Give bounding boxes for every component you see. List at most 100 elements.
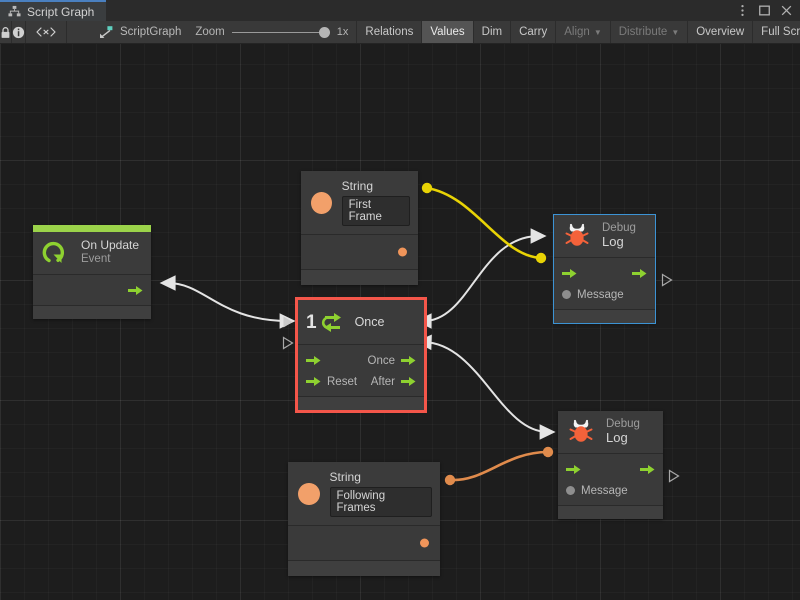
- zoom-control[interactable]: Zoom 1x: [191, 21, 358, 43]
- port-out-after[interactable]: After: [371, 376, 416, 388]
- full-screen-button[interactable]: Full Screen: [753, 21, 800, 43]
- graph-toolbar: ScriptGraph Zoom 1x Relations Values Dim…: [0, 21, 800, 44]
- node-footer: [301, 270, 418, 285]
- align-button[interactable]: Align ▼: [556, 21, 611, 43]
- edge-after-to-debuglog-bottom: [415, 334, 556, 440]
- node-once[interactable]: 1 Once Once: [295, 297, 427, 413]
- port-row-enter-once: Once: [298, 350, 424, 371]
- info-icon: [12, 26, 25, 38]
- carry-button[interactable]: Carry: [511, 21, 557, 43]
- port-out-value[interactable]: [398, 247, 407, 257]
- node-title: Once: [354, 315, 385, 329]
- node-title: String: [329, 470, 361, 484]
- port-in-message[interactable]: Message: [566, 485, 628, 497]
- node-on-update[interactable]: On Update Event: [33, 225, 151, 319]
- port-out-once[interactable]: Once: [368, 355, 417, 367]
- node-title-group: Debug Log: [606, 418, 640, 446]
- values-button[interactable]: Values: [422, 21, 474, 43]
- node-body: Message: [554, 258, 655, 310]
- maximize-icon[interactable]: [758, 4, 771, 17]
- node-header: Debug Log: [554, 215, 655, 259]
- edge-once-to-debuglog-top: [415, 228, 547, 329]
- port-in-reset[interactable]: Reset: [306, 376, 357, 388]
- update-loop-icon: [42, 241, 64, 263]
- script-graph-icon: [100, 26, 113, 38]
- code-view-button[interactable]: [26, 21, 67, 43]
- chevron-down-icon: ▼: [671, 27, 680, 37]
- zoom-slider-knob[interactable]: [318, 26, 330, 38]
- string-value-field[interactable]: First Frame: [341, 196, 410, 226]
- flow-arrow-icon: [640, 465, 655, 475]
- port-out-once-label: Once: [367, 354, 396, 367]
- bug-icon: [569, 419, 593, 442]
- node-title-group: On Update Event: [81, 239, 139, 266]
- port-in-enter[interactable]: [306, 355, 321, 366]
- flow-arrow-icon: [562, 269, 577, 279]
- port-out-exit[interactable]: [640, 464, 655, 475]
- node-body: [288, 526, 440, 561]
- port-in-message-label: Message: [581, 484, 628, 497]
- node-body: Message: [558, 454, 663, 506]
- port-in-reset-label: Reset: [327, 375, 358, 388]
- align-label: Align: [564, 26, 590, 38]
- node-debug-log-bottom[interactable]: Debug Log: [558, 411, 663, 520]
- edge-string-following-to-message: [449, 450, 549, 482]
- lock-button[interactable]: [0, 21, 12, 43]
- window-controls: [736, 0, 800, 21]
- graph-canvas[interactable]: On Update Event: [0, 44, 800, 600]
- carry-label: Carry: [519, 26, 548, 38]
- node-debug-log-top[interactable]: Debug Log: [553, 213, 656, 325]
- node-subtitle: Event: [81, 253, 111, 266]
- string-value-field[interactable]: Following Frames: [329, 487, 432, 517]
- relations-button[interactable]: Relations: [357, 21, 423, 43]
- graph-icon: [8, 5, 21, 17]
- distribute-button[interactable]: Distribute ▼: [610, 21, 689, 43]
- lock-icon: [1, 26, 10, 38]
- port-connector-debuglog-bottom-out[interactable]: [668, 469, 680, 483]
- toolbar-gap: [67, 21, 91, 43]
- tab-label: Script Graph: [27, 4, 95, 19]
- bug-icon: [565, 223, 589, 246]
- dim-label: Dim: [481, 26, 503, 38]
- node-header: On Update Event: [33, 232, 151, 275]
- distribute-label: Distribute: [618, 26, 668, 38]
- port-row-flow: [554, 263, 655, 284]
- graph-name-display[interactable]: ScriptGraph: [91, 21, 192, 43]
- value-port-dot: [562, 290, 571, 300]
- port-in-message[interactable]: Message: [562, 289, 624, 301]
- node-string-first-frame[interactable]: String First Frame: [301, 171, 418, 285]
- edge-dot-string-first-out: [421, 182, 433, 194]
- close-icon[interactable]: [780, 4, 793, 17]
- port-connector-once-in[interactable]: [282, 315, 294, 329]
- graph-edges: [159, 182, 556, 486]
- more-options-icon[interactable]: [736, 4, 749, 17]
- node-footer: [33, 305, 151, 319]
- node-subtitle: Log: [602, 234, 624, 250]
- port-out-exit[interactable]: [632, 268, 647, 279]
- port-in-enter[interactable]: [562, 268, 577, 279]
- value-port-dot: [566, 486, 575, 496]
- node-string-following-frames[interactable]: String Following Frames: [288, 462, 440, 576]
- flow-arrow-icon: [632, 269, 647, 279]
- code-brackets-icon: [36, 27, 56, 37]
- zoom-slider[interactable]: [231, 26, 330, 38]
- port-out-value[interactable]: [420, 538, 429, 548]
- overview-button[interactable]: Overview: [688, 21, 754, 43]
- port-connector-debuglog-top-out[interactable]: [661, 273, 673, 287]
- string-value-icon: [298, 482, 320, 505]
- port-out-trigger[interactable]: [128, 285, 143, 296]
- overview-label: Overview: [696, 26, 745, 38]
- dim-button[interactable]: Dim: [473, 21, 512, 43]
- port-in-message-label: Message: [577, 288, 624, 301]
- edge-string-first-to-message: [426, 186, 542, 260]
- port-connector-reset-in[interactable]: [282, 336, 294, 350]
- string-value-icon: [311, 191, 332, 214]
- node-footer: [288, 561, 440, 576]
- info-button[interactable]: [12, 21, 26, 43]
- node-footer: [558, 505, 663, 520]
- port-in-enter[interactable]: [566, 464, 581, 475]
- node-subtitle: Log: [606, 430, 628, 446]
- tab-script-graph[interactable]: Script Graph: [0, 0, 107, 21]
- values-label: Values: [430, 26, 465, 38]
